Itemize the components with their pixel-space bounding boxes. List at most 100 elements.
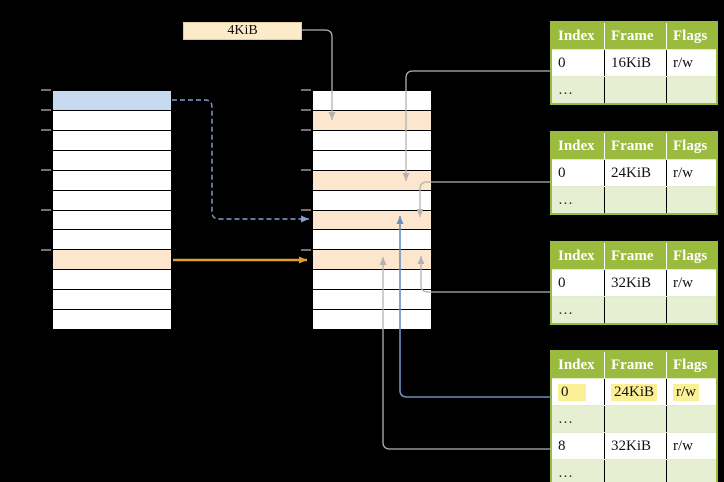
- page-table-level1-row-0-cell-2: r/w: [666, 379, 716, 405]
- page-table-level1-row-3-cell-1: [604, 460, 666, 482]
- page-size-label-text: 4KiB: [227, 23, 258, 38]
- physical-frame-8: [313, 250, 431, 271]
- page-table-16k-row-1: …: [552, 76, 716, 103]
- virtual-page-11: [53, 310, 171, 330]
- page-table-level1-row-0-cell-0: 0: [552, 379, 604, 405]
- page-table-level1-row-3-cell-0: …: [552, 460, 604, 482]
- page-table-32k-row-0: 0 32KiB r/w: [552, 269, 716, 296]
- cell-text: 16KiB: [611, 54, 652, 71]
- virtual-page-7: [53, 230, 171, 251]
- header-frame: Frame: [604, 243, 666, 269]
- virtual-page-1: [53, 110, 171, 131]
- page-table-24k-row-1-cell-0: …: [552, 187, 604, 213]
- page-table-level1-row-3: …: [552, 459, 716, 482]
- virtual-page-2: [53, 130, 171, 151]
- page-table-level1-row-2-cell-0: 8: [552, 433, 604, 459]
- page-table-16k-row-1-cell-0: …: [552, 77, 604, 103]
- page-table-level1-row-2-cell-1: 32KiB: [604, 433, 666, 459]
- page-table-16k-row-0-cell-0: 0: [552, 50, 604, 76]
- physical-frame-10: [313, 290, 431, 311]
- page-table-level1-row-1: …: [552, 405, 716, 432]
- page-table-32k-row-0-cell-0: 0: [552, 270, 604, 296]
- virtual-page-0: [53, 91, 171, 111]
- page-table-32k-row-1-cell-0: …: [552, 297, 604, 323]
- cell-text: …: [558, 191, 573, 208]
- page-table-level1-row-3-cell-2: [666, 460, 716, 482]
- page-table-16k-row-0-cell-2: r/w: [666, 50, 716, 76]
- virtual-page-10: [53, 290, 171, 311]
- page-table-16k-row-1-cell-1: [604, 77, 666, 103]
- virtual-page-to-physical: [172, 99, 309, 220]
- page-table-24k-row-0-cell-1: 24KiB: [604, 160, 666, 186]
- cell-text: …: [558, 301, 573, 318]
- header-index: Index: [558, 27, 595, 44]
- page-table-24k-row-1-cell-2: [666, 187, 716, 213]
- cell-text: …: [558, 464, 573, 481]
- page-table-24k-row-1-cell-1: [604, 187, 666, 213]
- cell-text: r/w: [673, 383, 699, 401]
- page-table-level1-row-2-cell-2: r/w: [666, 433, 716, 459]
- header-index: Index: [558, 247, 595, 264]
- virtual-page-6: [53, 210, 171, 231]
- cell-text: 0: [558, 54, 566, 71]
- header-flags: Flags: [666, 352, 716, 378]
- virtual-memory-column: [52, 90, 172, 330]
- page-table-level1-row-1-cell-2: [666, 406, 716, 432]
- table32k-entry0-to-frame: [420, 256, 550, 293]
- page-table-32k-row-1: …: [552, 296, 716, 323]
- cell-text: 8: [558, 437, 566, 454]
- physical-frame-6: [313, 210, 431, 231]
- page-table-32k-row-0-cell-1: 32KiB: [604, 270, 666, 296]
- header-frame: Frame: [604, 133, 666, 159]
- cell-text: r/w: [673, 437, 693, 454]
- page-table-16k-row-0: 0 16KiB r/w: [552, 49, 716, 76]
- header-index: Index: [558, 137, 595, 154]
- physical-frame-2: [313, 130, 431, 151]
- header-frame: Frame: [604, 23, 666, 49]
- cell-text: 32KiB: [611, 437, 652, 454]
- page-table-level1-row-0: 0 24KiB r/w: [552, 378, 716, 405]
- cell-text: 24KiB: [611, 383, 658, 401]
- cell-text: …: [558, 81, 573, 98]
- header-frame: Frame: [604, 352, 666, 378]
- physical-memory-column: [312, 90, 432, 330]
- physical-frame-9: [313, 270, 431, 291]
- page-table-24k-row-0-cell-0: 0: [552, 160, 604, 186]
- page-table-level1-row-1-cell-0: …: [552, 406, 604, 432]
- page-size-label: 4KiB: [183, 22, 302, 40]
- virtual-page-8: [53, 250, 171, 271]
- physical-frame-1: [313, 110, 431, 131]
- physical-frame-7: [313, 230, 431, 251]
- page-table-24k-row-1: …: [552, 186, 716, 213]
- page-table-level1-row-2: 8 32KiB r/w: [552, 432, 716, 459]
- cell-text: 32KiB: [611, 274, 652, 291]
- header-index: Index: [558, 356, 595, 373]
- physical-frame-4: [313, 170, 431, 191]
- header-flags: Flags: [666, 23, 716, 49]
- table24k-entry0-to-frame: [419, 181, 550, 217]
- header-flags: Flags: [666, 133, 716, 159]
- physical-frame-11: [313, 310, 431, 330]
- physical-frame-0: [313, 91, 431, 111]
- cell-text: r/w: [673, 274, 693, 291]
- physical-frame-3: [313, 150, 431, 171]
- virtual-page-to-physical-arrowhead: [301, 215, 309, 223]
- virtual-page-5: [53, 190, 171, 211]
- virtual-page-3: [53, 150, 171, 171]
- page-table-16k-row-0-cell-1: 16KiB: [604, 50, 666, 76]
- page-table-level1-row-0-cell-1: 24KiB: [604, 379, 666, 405]
- cell-text: 24KiB: [611, 164, 652, 181]
- page-table-level1-row-1-cell-1: [604, 406, 666, 432]
- page-table-32k-row-1-cell-2: [666, 297, 716, 323]
- physical-frame-5: [313, 190, 431, 211]
- cell-text: …: [558, 410, 573, 427]
